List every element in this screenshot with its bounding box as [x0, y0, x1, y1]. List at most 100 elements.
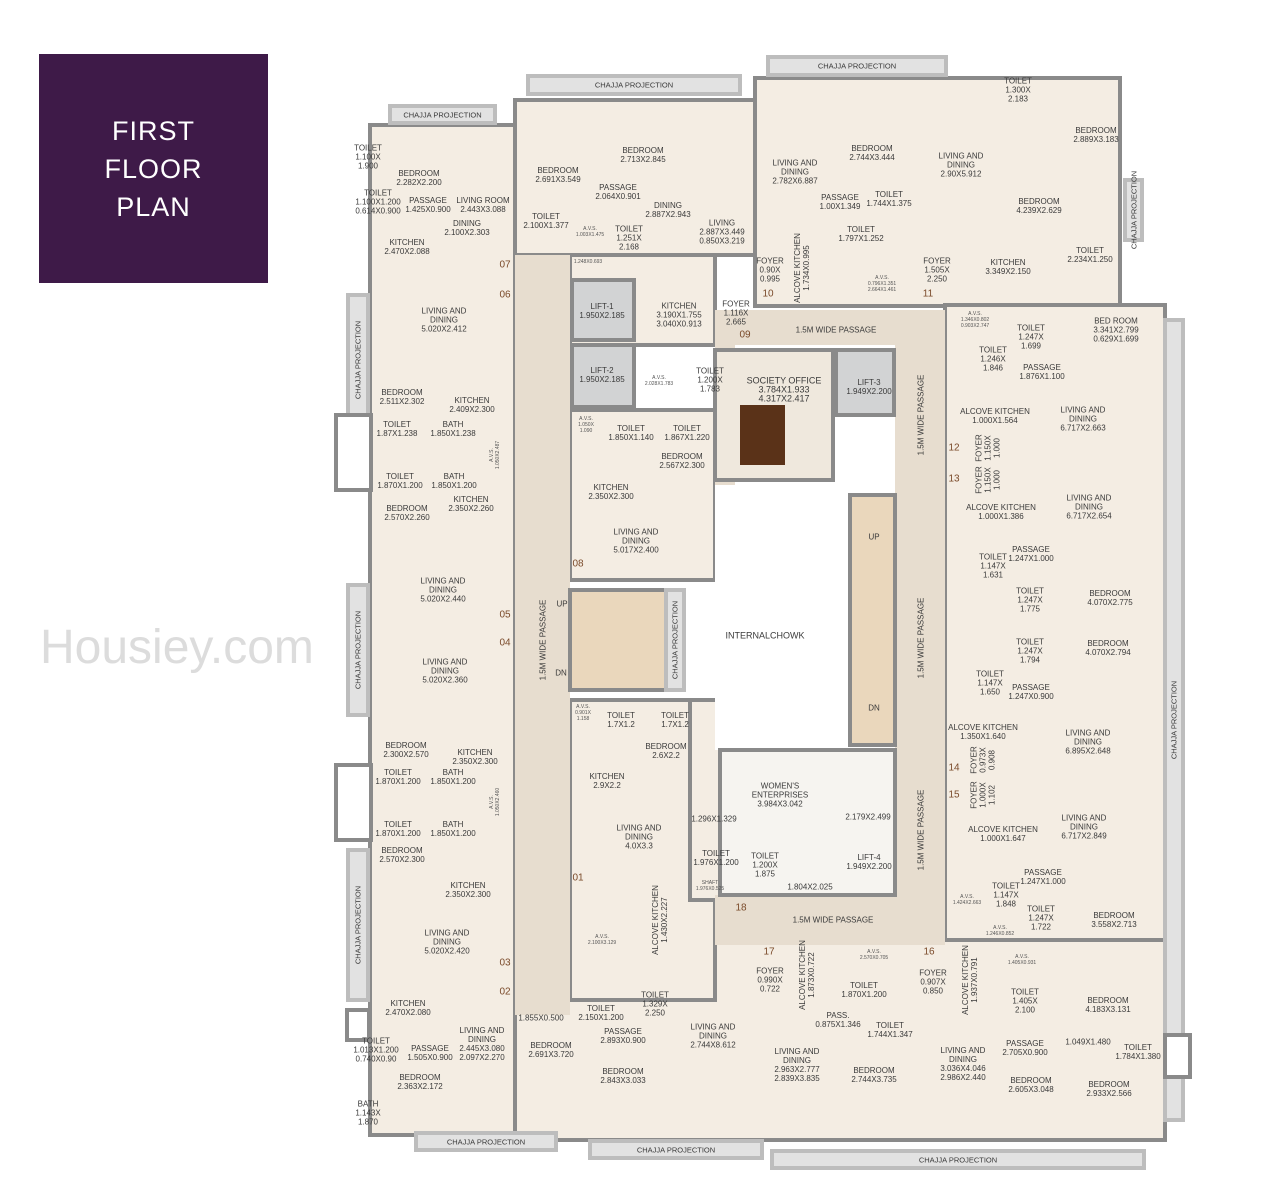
- chajja-projection-label: CHAJJA PROJECTION: [1169, 680, 1179, 760]
- room-label-living-and-dining: LIVING AND DINING 2.445X3.080 2.097X2.27…: [459, 1026, 505, 1062]
- room-label-bedroom: BEDROOM 2.282X2.200: [396, 169, 442, 187]
- room-label-15: 15: [948, 789, 960, 801]
- room-label-07: 07: [499, 259, 511, 271]
- room-label-living-and-dining: LIVING AND DINING 5.017X2.400: [613, 527, 659, 555]
- room-label-foyer: FOYER 1.116X 2.665: [722, 299, 750, 327]
- room-label-kitchen: KITCHEN 2.9X2.2: [589, 772, 625, 790]
- room-label-toilet: TOILET 1.784X1.380: [1115, 1043, 1161, 1061]
- room-label-toilet: TOILET 1.329X 2.250: [641, 990, 669, 1018]
- apartment-block: [513, 98, 762, 257]
- room-label-toilet: TOILET 1.246X 1.846: [979, 345, 1007, 373]
- room-label-alcove-kitchen: ALCOVE KITCHEN 1.000X1.386: [966, 503, 1036, 521]
- room-label-toilet: TOILET 1.247X 1.722: [1027, 904, 1055, 932]
- apartment-block: [368, 123, 517, 1137]
- room-label-16: 16: [923, 946, 935, 958]
- room-label-06: 06: [499, 289, 511, 301]
- room-label-toilet: TOILET 1.976X1.200: [693, 849, 739, 867]
- chajja-projection: [1163, 318, 1185, 1122]
- room-label-a-v-s: A.V.S. 2.570X0.705: [859, 949, 889, 961]
- room-label-alcove-kitchen: ALCOVE KITCHEN 1.000X1.647: [968, 825, 1038, 843]
- room-label-toilet: TOILET 1.300X 2.183: [1004, 76, 1032, 104]
- lift-shaft: [570, 343, 636, 409]
- room-label-toilet: TOILET 1.247X 1.794: [1016, 637, 1044, 665]
- room-label-03: 03: [499, 957, 511, 969]
- room-label-toilet: TOILET 1.744X1.375: [866, 190, 912, 208]
- room-label-09: 09: [739, 329, 751, 341]
- room-label-foyer: FOYER 0.990X 0.722: [756, 966, 784, 994]
- room-label-toilet: TOILET 1.247X 1.699: [1017, 323, 1045, 351]
- room-dimension-label: 1.296X1.329: [691, 814, 737, 824]
- room-label-living-and-dining: LIVING AND DINING 2.782X6.887: [772, 158, 818, 186]
- room-label-08: 08: [572, 558, 584, 570]
- room-label-society-office: SOCIETY OFFICE 3.784X1.933 4.317X2.417: [746, 375, 822, 404]
- room-label-1-5m-wide-passage: 1.5M WIDE PASSAGE: [538, 599, 548, 681]
- room-label-passage: PASSAGE 1.247X1.000: [1020, 868, 1066, 886]
- common-passage: [515, 255, 570, 1015]
- room-label-foyer: FOYER 1.150X 1.000: [974, 466, 1002, 494]
- room-dimension-label: 2.179X2.499: [845, 812, 891, 822]
- room-label-01: 01: [572, 872, 584, 884]
- chajja-projection-label: CHAJJA PROJECTION: [594, 80, 674, 90]
- chajja-projection: [588, 1139, 764, 1160]
- room-label-foyer: FOYER 1.000X 1.102: [969, 781, 997, 809]
- room-label-foyer: FOYER 1.505X 2.250: [923, 256, 951, 284]
- room-label-toilet: TOILET 1.870X1.200: [375, 768, 421, 786]
- room-label-bedroom: BEDROOM 2.6X2.2: [645, 742, 687, 760]
- room-label-up: UP: [556, 599, 568, 609]
- chajja-projection-label: CHAJJA PROJECTION: [353, 885, 363, 965]
- room-label-toilet: TOILET 1.147X 1.631: [979, 552, 1007, 580]
- room-label-bedroom: BEDROOM 2.363X2.172: [397, 1073, 443, 1091]
- room-label-lift-2: LIFT-2 1.950X2.185: [579, 366, 625, 384]
- room-label-bedroom: BEDROOM 2.511X2.302: [379, 388, 425, 406]
- room-label-alcove-kitchen: ALCOVE KITCHEN 1.873X0.722: [798, 940, 816, 1010]
- chajja-projection-label: CHAJJA PROJECTION: [353, 320, 363, 400]
- room-label-toilet: TOILET 1.7X1.2: [661, 711, 689, 729]
- room-dimension-label: 1.049X1.480: [1065, 1037, 1111, 1047]
- room-label-living: LIVING 2.887X3.449 0.850X3.219: [699, 218, 745, 246]
- chajja-projection-label: CHAJJA PROJECTION: [636, 1145, 716, 1154]
- room-label-bed-room: BED ROOM 3.341X2.799 0.629X1.699: [1093, 316, 1139, 344]
- room-label-passage: PASSAGE 1.247X1.000: [1008, 545, 1054, 563]
- room-label-toilet: TOILET 1.870X1.200: [375, 820, 421, 838]
- staircase: [848, 493, 897, 747]
- room-label-toilet: TOILET 1.200X 1.783: [696, 366, 724, 394]
- room-label-dn: DN: [555, 668, 567, 678]
- balcony-box: [1163, 1033, 1192, 1079]
- room-label-passage: PASSAGE 1.425X0.900: [405, 196, 451, 214]
- chajja-projection: [766, 55, 948, 77]
- chajja-projection: [388, 104, 497, 125]
- room-label-bedroom: BEDROOM 2.843X3.033: [600, 1067, 646, 1085]
- room-label-10: 10: [762, 288, 774, 300]
- room-label-a-v-s: A.V.S. 1.246X0.852: [985, 925, 1015, 937]
- room-label-passage: PASSAGE 2.893X0.900: [600, 1027, 646, 1045]
- room-label-kitchen: KITCHEN 3.349X2.150: [985, 258, 1031, 276]
- room-label-toilet: TOILET 1.147X 1.848: [992, 881, 1020, 909]
- room-label-a-v-s: A.V.S. 1.050X 1.090: [578, 416, 594, 434]
- room-label-living-and-dining: LIVING AND DINING 2.963X2.777 2.839X3.83…: [774, 1047, 820, 1083]
- room-label-toilet: TOILET 1.87X1.238: [376, 420, 418, 438]
- chajja-projection-label: CHAJJA PROJECTION: [918, 1155, 998, 1164]
- room-label-17: 17: [763, 946, 775, 958]
- room-label-passage: PASSAGE 2.064X0.901: [595, 183, 641, 201]
- room-label-toilet: TOILET 1.013X1.200 0.740X0.90: [353, 1036, 399, 1064]
- room-label-bedroom: BEDROOM 2.713X2.845: [620, 146, 666, 164]
- room-label-18: 18: [735, 902, 747, 914]
- room-label-living-and-dining: LIVING AND DINING 3.036X4.046 2.986X2.44…: [940, 1046, 986, 1082]
- room-label-bedroom: BEDROOM 4.070X2.794: [1085, 639, 1131, 657]
- room-label-dining: DINING 2.100X2.303: [444, 219, 490, 237]
- room-label-bedroom: BEDROOM 4.070X2.775: [1087, 589, 1133, 607]
- room-label-living-and-dining: LIVING AND DINING 4.0X3.3: [616, 823, 662, 851]
- room-label-living-and-dining: LIVING AND DINING 2.744X8.612: [690, 1022, 736, 1050]
- staircase: [568, 588, 672, 692]
- room-label-kitchen: KITCHEN 2.470X2.088: [384, 238, 430, 256]
- chajja-projection: [346, 583, 370, 717]
- room-label-lift-3: LIFT-3 1.949X2.200: [846, 378, 892, 396]
- room-label-toilet: TOILET 1.147X 1.650: [976, 669, 1004, 697]
- room-label-alcove-kitchen: ALCOVE KITCHEN 1.430X2.227: [651, 885, 669, 955]
- room-label-kitchen: KITCHEN 2.350X2.300: [452, 748, 498, 766]
- room-label-living-and-dining: LIVING AND DINING 5.020X2.360: [422, 657, 468, 685]
- office-desk: [740, 405, 785, 465]
- room-label-toilet: TOILET 1.200X 1.875: [751, 851, 779, 879]
- room-label-dining: DINING 2.887X2.943: [645, 201, 691, 219]
